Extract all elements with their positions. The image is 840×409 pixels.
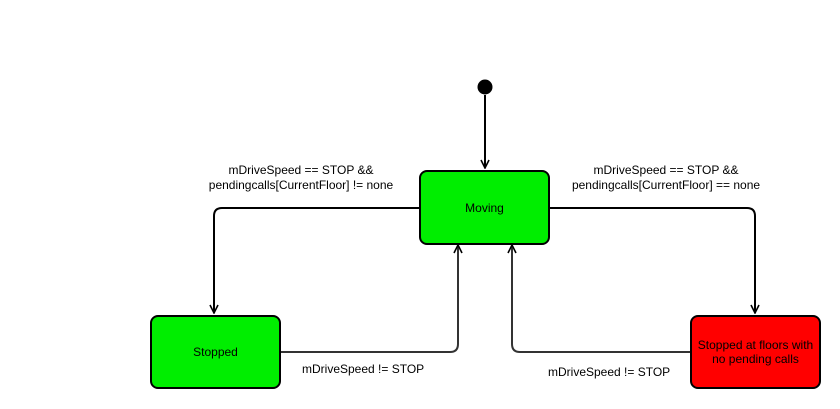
state-stopped-label: Stopped xyxy=(193,345,238,359)
label-stopped-to-moving: mDriveSpeed != STOP xyxy=(302,362,425,376)
label-moving-to-stopped-line1: mDriveSpeed == STOP && xyxy=(228,163,374,177)
moving-to-stopped-arrow xyxy=(214,207,420,313)
state-moving[interactable]: Moving xyxy=(419,170,550,245)
label-moving-to-stopped-no-calls-line1: mDriveSpeed == STOP && xyxy=(593,163,739,177)
label-moving-to-stopped-no-calls: mDriveSpeed == STOP && pendingcalls[Curr… xyxy=(560,163,772,193)
moving-to-stopped-no-calls-arrow xyxy=(550,207,755,313)
state-moving-label: Moving xyxy=(465,200,504,215)
state-stopped-no-calls[interactable]: Stopped at floors with no pending calls xyxy=(690,315,821,389)
label-moving-to-stopped: mDriveSpeed == STOP && pendingcalls[Curr… xyxy=(196,163,406,193)
initial-state-dot xyxy=(477,79,493,95)
label-moving-to-stopped-no-calls-line2: pendingcalls[CurrentFloor] == none xyxy=(571,178,761,192)
state-stopped[interactable]: Stopped xyxy=(150,315,281,389)
stopped-no-calls-to-moving-arrow xyxy=(512,245,690,353)
label-moving-to-stopped-line2: pendingcalls[CurrentFloor] != none xyxy=(208,178,394,192)
state-stopped-no-calls-label: Stopped at floors with no pending calls xyxy=(697,338,814,366)
label-stopped-no-calls-to-moving: mDriveSpeed != STOP xyxy=(548,365,671,379)
stopped-to-moving-arrow xyxy=(280,245,458,353)
